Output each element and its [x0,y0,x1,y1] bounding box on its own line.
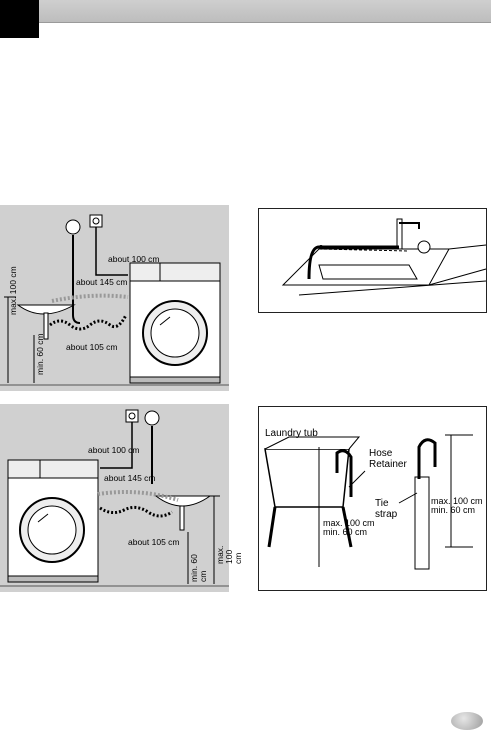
header-black-tab [0,0,39,38]
label-max-min-right: max. 100 cm min. 60 cm [431,496,483,516]
label-min-60cm-right: min. 60 cm [189,554,208,582]
label-about-100cm: about 100 cm [108,254,160,264]
figure-laundry-tub-svg [259,407,486,590]
label-about-145cm: about 145 cm [76,277,128,287]
label-tie-strap: Tie strap [375,498,398,520]
label-min-60cm: min. 60 cm [35,333,45,375]
label-max-min-left: max. 100 cm min. 60 cm [323,518,375,538]
figure-sink-faucet-svg [259,209,487,312]
label-laundry-tub: Laundry tub [265,428,318,439]
header-gray-bar [39,0,491,23]
label-about-100cm-right: about 100 cm [88,445,140,455]
label-max-100cm: max. 100 cm [8,266,18,315]
figure-laundry-tub: Laundry tub Hose Retainer Tie strap max.… [258,406,487,591]
page-header [0,0,491,38]
label-about-105cm: about 105 cm [66,342,118,352]
figure-sink-left-svg [0,205,229,391]
figure-sink-faucet [258,208,487,313]
label-hose-retainer: Hose Retainer [369,448,407,470]
figure-sink-right-svg [0,404,229,592]
page-number-badge [451,712,483,730]
label-about-105cm-right: about 105 cm [128,537,180,547]
figure-sink-installation-right: about 100 cm about 145 cm about 105 cm m… [0,404,243,592]
label-max-100cm-right: max. 100 cm [215,545,243,564]
figure-sink-installation-left: about 100 cm about 145 cm about 105 cm m… [0,205,229,391]
label-about-145cm-right: about 145 cm [104,473,156,483]
